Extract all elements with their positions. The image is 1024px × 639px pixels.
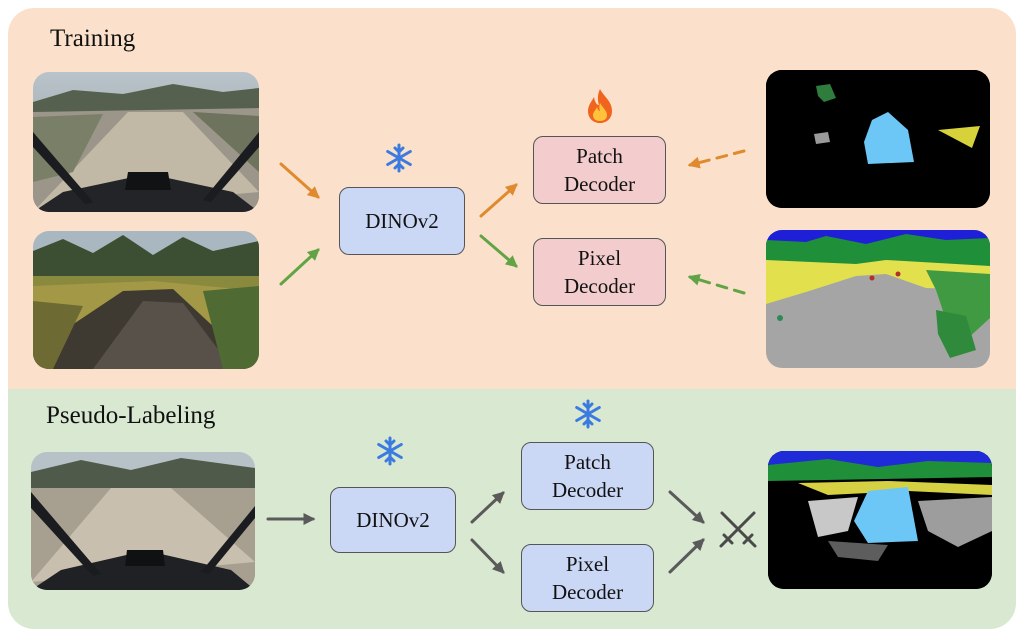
dirt-road-image xyxy=(33,72,259,212)
inference-dirt-road-image xyxy=(31,452,255,590)
pseudo-label-output-mask xyxy=(768,451,992,589)
training-pixel-decoder: Pixel Decoder xyxy=(533,238,666,306)
patch-label-mask xyxy=(766,70,990,208)
arrow-pixel-label-dashed xyxy=(687,273,746,295)
arrow-pixel-to-merge xyxy=(668,538,705,574)
pseudo-dinov2-encoder: DINOv2 xyxy=(330,487,456,553)
pseudo-pixel-decoder: Pixel Decoder xyxy=(521,544,654,612)
training-patch-decoder: Patch Decoder xyxy=(533,136,666,204)
training-dinov2-encoder: DINOv2 xyxy=(339,187,465,255)
snowflake-icon xyxy=(377,436,403,466)
arrow-encoder-to-patch-decoder xyxy=(479,183,518,218)
arrow-image-to-encoder-orange xyxy=(279,162,320,199)
forest-trail-image xyxy=(33,231,259,369)
arrow-image-to-encoder-green xyxy=(279,248,320,286)
fire-icon xyxy=(588,89,612,123)
arrow-patch-to-merge xyxy=(668,490,705,524)
crossed-swords-icon xyxy=(719,511,757,548)
training-title: Training xyxy=(50,25,136,52)
arrow-patch-label-dashed xyxy=(687,149,746,169)
pseudo-labeling-title: Pseudo-Labeling xyxy=(46,402,216,429)
arrow-encoder-to-pixel-decoder-inference xyxy=(470,538,505,574)
arrow-encoder-to-pixel-decoder xyxy=(479,234,518,268)
pseudo-patch-decoder: Patch Decoder xyxy=(521,442,654,510)
arrow-encoder-to-patch-decoder-inference xyxy=(470,491,505,524)
snowflake-icon xyxy=(386,143,412,173)
snowflake-icon xyxy=(575,399,601,429)
pixel-label-mask xyxy=(766,230,990,368)
